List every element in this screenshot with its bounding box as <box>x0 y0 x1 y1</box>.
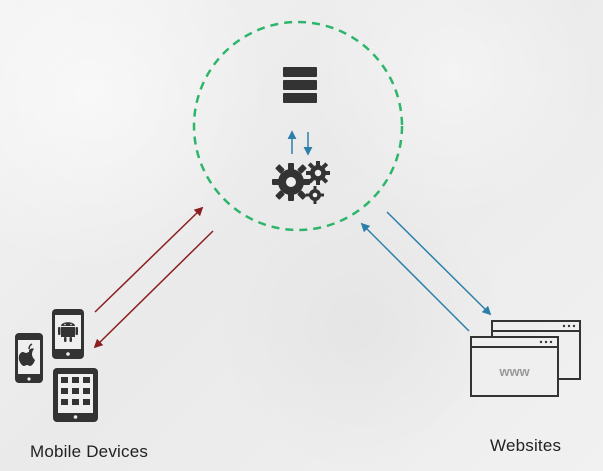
website-sync-arrows <box>360 211 492 332</box>
websites-group: www <box>470 320 581 397</box>
websites-label: Websites <box>490 436 562 455</box>
android-phone-icon <box>52 309 84 359</box>
server-icon <box>283 67 317 103</box>
tablet-icon <box>53 368 98 422</box>
iphone-icon <box>15 333 43 383</box>
mobile-sync-arrows <box>93 206 214 349</box>
browser-window-icon: www <box>470 336 559 397</box>
gears-icon <box>272 161 330 204</box>
browser-url-text: www <box>498 364 530 379</box>
inner-data-flow-arrows <box>287 130 313 156</box>
central-dashed-circle <box>192 20 404 232</box>
mobile-devices-group <box>15 309 98 422</box>
mobile-devices-label: Mobile Devices <box>30 442 149 461</box>
